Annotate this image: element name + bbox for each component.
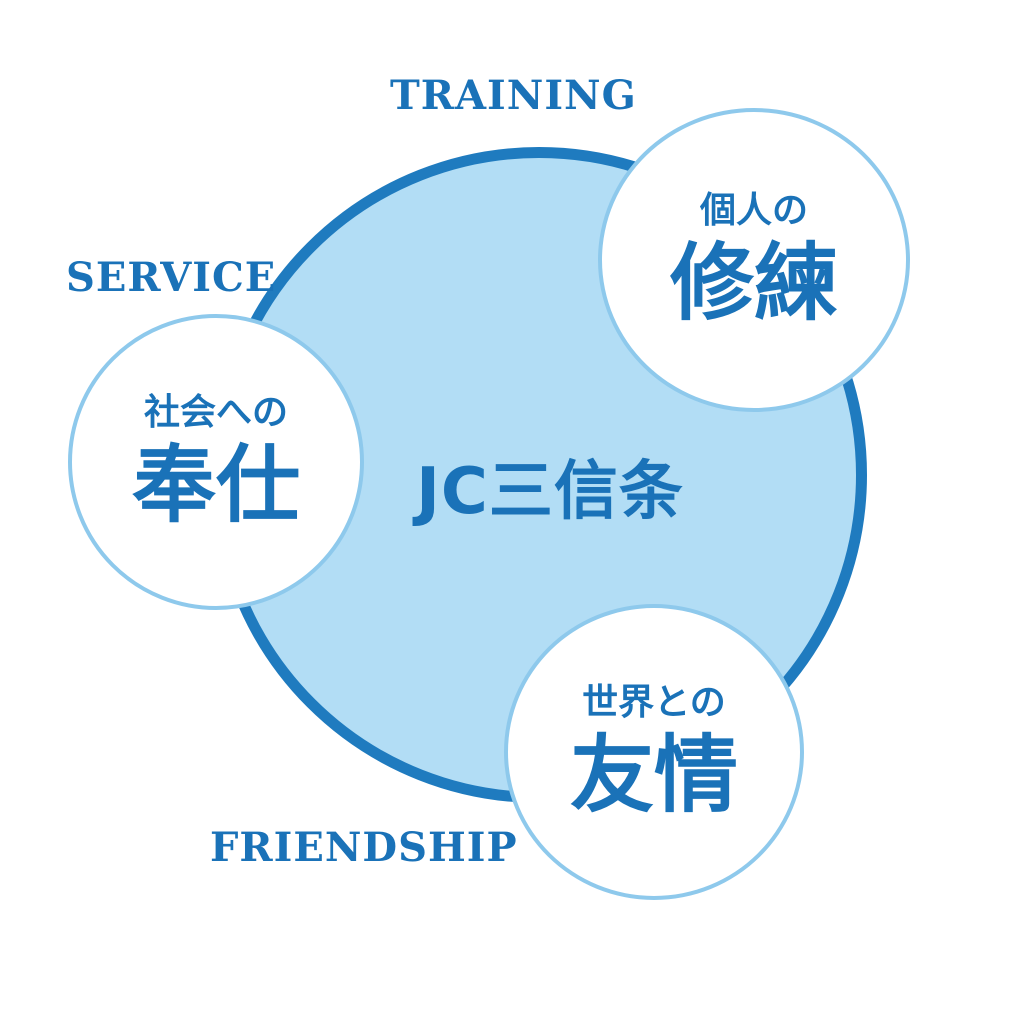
friendship-bubble-title: 友情	[569, 724, 738, 824]
center-title: JC三信条	[416, 455, 684, 529]
friendship-label: FRIENDSHIP	[210, 824, 518, 871]
training-bubble: 個人の 修練	[598, 108, 910, 412]
service-bubble-title: 奉仕	[131, 434, 300, 534]
training-label: TRAINING	[390, 72, 637, 119]
training-bubble-subtitle: 個人の	[699, 189, 808, 231]
service-label: SERVICE	[66, 254, 277, 301]
training-bubble-title: 修練	[669, 232, 838, 332]
service-bubble: 社会への 奉仕	[68, 314, 364, 610]
service-bubble-subtitle: 社会への	[143, 391, 288, 433]
friendship-bubble: 世界との 友情	[504, 604, 804, 900]
friendship-bubble-subtitle: 世界との	[582, 681, 726, 723]
